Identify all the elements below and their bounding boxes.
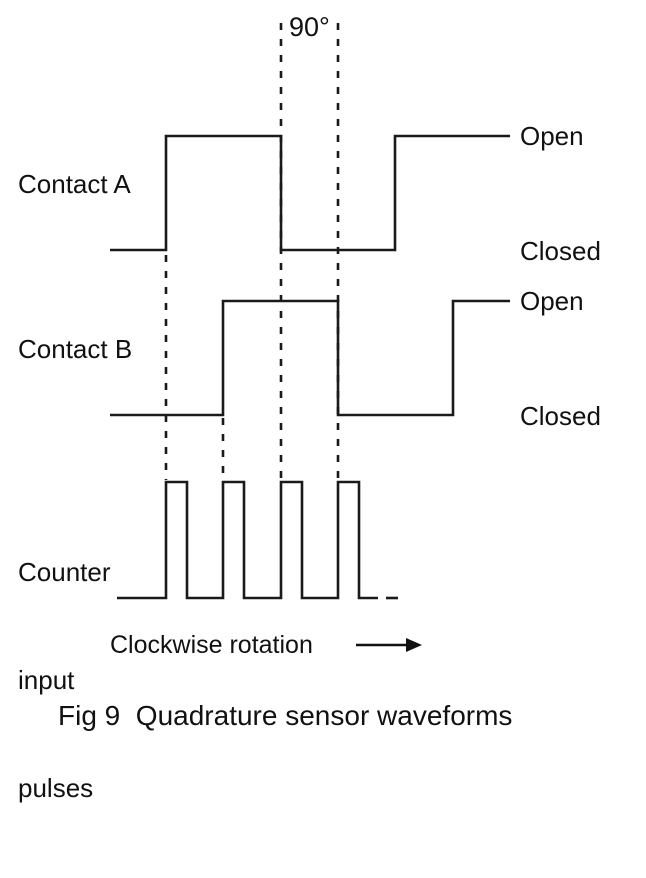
phase-reference-lines bbox=[164, 23, 340, 480]
contact-b-label: Contact B bbox=[18, 334, 133, 364]
counter-input-pulses-label-line-3: pulses bbox=[18, 773, 94, 803]
figure-caption: Fig 9 Quadrature sensor waveforms bbox=[58, 700, 513, 731]
quadrature-waveform-figure: 90° Contact A Open Closed Contact B Open… bbox=[18, 12, 601, 804]
clockwise-rotation-label: Clockwise rotation bbox=[110, 631, 313, 659]
counter-input-pulses-label-line-1: Counter bbox=[18, 557, 111, 587]
counter-pulse-train bbox=[117, 480, 398, 600]
counter-input-pulses-label: Counter input pulses bbox=[18, 482, 111, 878]
waveform-drawing bbox=[110, 23, 510, 652]
counter-input-pulses-label-line-2: input bbox=[18, 665, 75, 695]
contact-a-closed-label: Closed bbox=[520, 236, 601, 266]
phase-angle-label: 90° bbox=[289, 12, 330, 42]
contact-b-open-label: Open bbox=[520, 286, 584, 316]
contact-b-waveform bbox=[110, 299, 510, 417]
contact-a-open-label: Open bbox=[520, 121, 584, 151]
contact-a-label: Contact A bbox=[18, 169, 131, 199]
right-arrow-icon bbox=[356, 638, 422, 652]
contact-a-waveform bbox=[110, 134, 510, 252]
contact-b-closed-label: Closed bbox=[520, 401, 601, 431]
